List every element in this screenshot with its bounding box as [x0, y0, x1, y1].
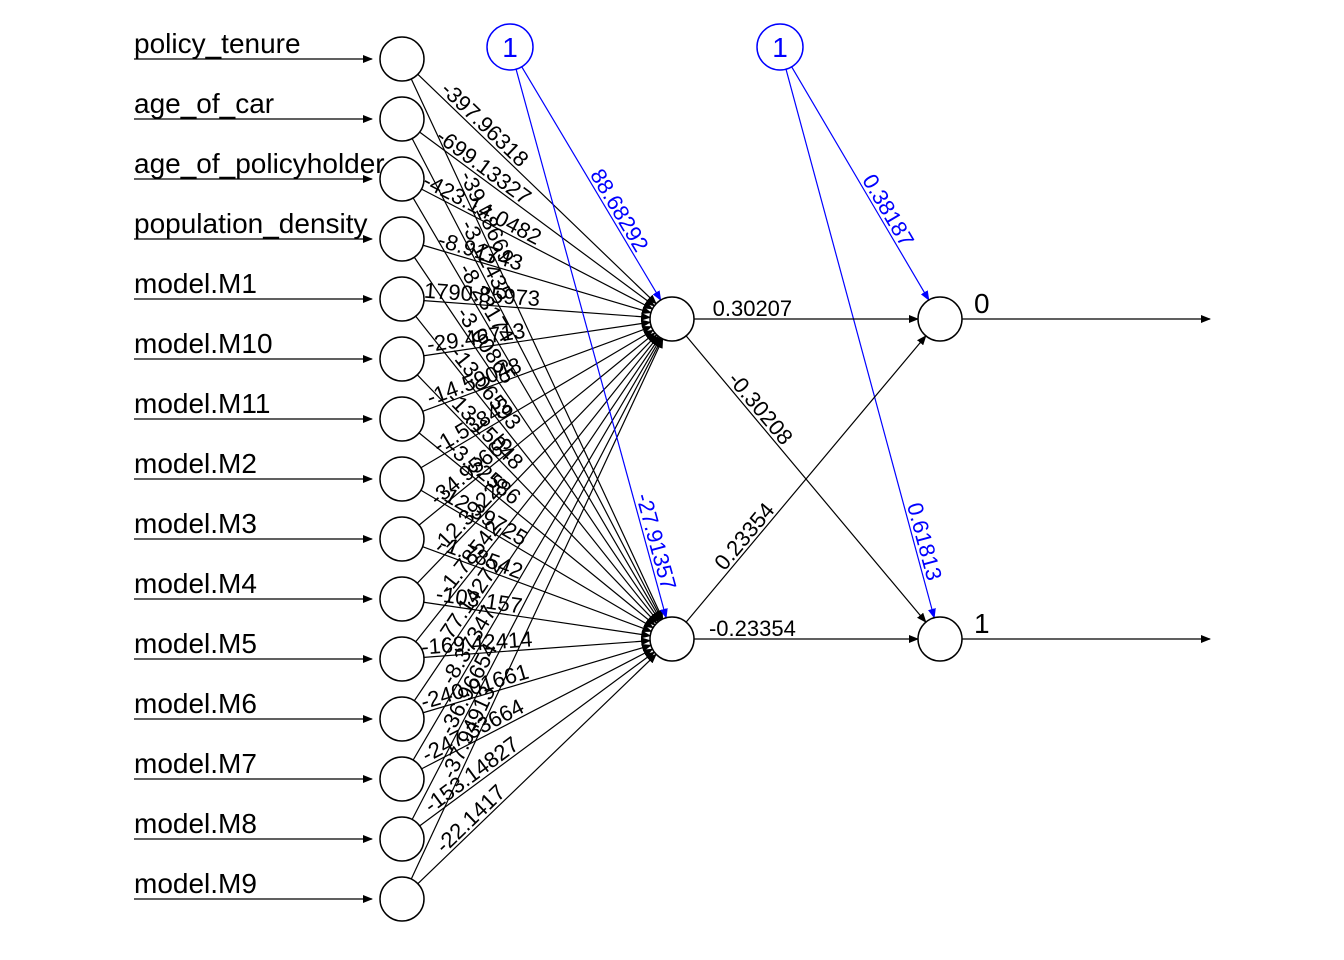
input-hidden-weight-label: -1790.85973	[416, 277, 541, 311]
output-bias-edge	[785, 69, 936, 619]
input-node	[379, 96, 425, 142]
input-hidden-edge	[422, 546, 653, 632]
output-label: 0	[974, 288, 990, 319]
output-node	[917, 616, 963, 662]
input-label: model.M10	[134, 328, 273, 359]
input-hidden-edge	[421, 188, 654, 310]
input-node	[379, 516, 425, 562]
hidden-bias-edge	[515, 69, 668, 619]
input-label: population_density	[134, 208, 368, 239]
input-label: model.M9	[134, 868, 257, 899]
input-hidden-edge	[420, 329, 654, 469]
hidden-bias-edge	[521, 66, 662, 301]
hidden-output-weight-label: -0.30208	[723, 367, 798, 450]
output-bias-node	[756, 23, 804, 71]
input-hidden-edge	[411, 138, 663, 621]
output-bias-edge	[791, 66, 930, 301]
input-label: model.M11	[134, 388, 270, 419]
input-hidden-edge	[419, 651, 656, 827]
input-hidden-edge	[418, 332, 656, 526]
input-label: policy_tenure	[134, 28, 301, 59]
hidden-output-edge	[685, 335, 927, 623]
input-hidden-edge	[422, 643, 652, 714]
input-hidden-edge	[413, 336, 661, 702]
input-hidden-edge	[422, 244, 652, 315]
input-node	[379, 276, 425, 322]
input-node	[379, 876, 425, 922]
output-label: 1	[974, 608, 990, 639]
input-hidden-edge	[411, 337, 663, 820]
input-hidden-edge	[419, 131, 656, 307]
input-hidden-edge	[412, 197, 662, 621]
hidden-output-weight-label: -0.23354	[709, 616, 796, 641]
input-label: model.M4	[134, 568, 257, 599]
input-node	[379, 216, 425, 262]
hidden-bias-weight-label: 88.68292	[585, 164, 653, 256]
input-node	[379, 336, 425, 382]
edges-layer	[134, 55, 1211, 903]
input-hidden-edge	[417, 73, 657, 305]
input-hidden-edge	[417, 653, 657, 885]
hidden-bias-node	[486, 23, 534, 71]
input-label: model.M6	[134, 688, 257, 719]
input-hidden-edge	[423, 637, 652, 658]
hidden-bias-weight-label: -27.91357	[631, 490, 681, 592]
input-hidden-edge	[423, 601, 652, 639]
input-hidden-edge	[421, 648, 654, 770]
hidden-node	[649, 616, 695, 662]
input-label: model.M1	[134, 268, 257, 299]
input-node	[379, 36, 425, 82]
input-hidden-edge	[412, 337, 662, 761]
input-hidden-edge	[416, 334, 658, 584]
input-hidden-edge	[420, 489, 654, 629]
input-hidden-edge	[415, 335, 659, 643]
hidden-output-weight-label: 0.23354	[709, 498, 779, 575]
input-label: age_of_policyholder	[134, 148, 385, 179]
input-label: model.M2	[134, 448, 257, 479]
input-node	[379, 456, 425, 502]
input-node	[379, 816, 425, 862]
input-node	[379, 756, 425, 802]
input-hidden-edge	[410, 338, 664, 880]
input-label: model.M3	[134, 508, 257, 539]
input-node	[379, 696, 425, 742]
output-node	[917, 296, 963, 342]
bias-node-label: 1	[502, 32, 518, 63]
input-label: age_of_car	[134, 88, 274, 119]
input-hidden-edge	[413, 256, 661, 622]
input-node	[379, 576, 425, 622]
bias-node-label: 1	[772, 32, 788, 63]
input-label: model.M7	[134, 748, 257, 779]
input-hidden-edge	[422, 326, 653, 412]
input-hidden-edge	[423, 300, 652, 321]
input-hidden-edge	[410, 78, 664, 620]
input-node	[379, 396, 425, 442]
hidden-output-weight-label: 0.30207	[713, 296, 793, 321]
input-label: model.M8	[134, 808, 257, 839]
input-label: model.M5	[134, 628, 257, 659]
output-bias-weight-label: 0.61813	[902, 500, 947, 583]
input-hidden-edge	[416, 374, 658, 624]
input-hidden-edge	[423, 319, 652, 357]
input-hidden-edge	[415, 315, 659, 623]
output-bias-weight-label: 0.38187	[857, 170, 919, 251]
labels-layer: policy_tenure-397.96318-39.18669age_of_c…	[134, 28, 990, 899]
hidden-node	[649, 296, 695, 342]
input-node	[379, 636, 425, 682]
input-node	[379, 156, 425, 202]
input-hidden-edge	[418, 432, 656, 626]
